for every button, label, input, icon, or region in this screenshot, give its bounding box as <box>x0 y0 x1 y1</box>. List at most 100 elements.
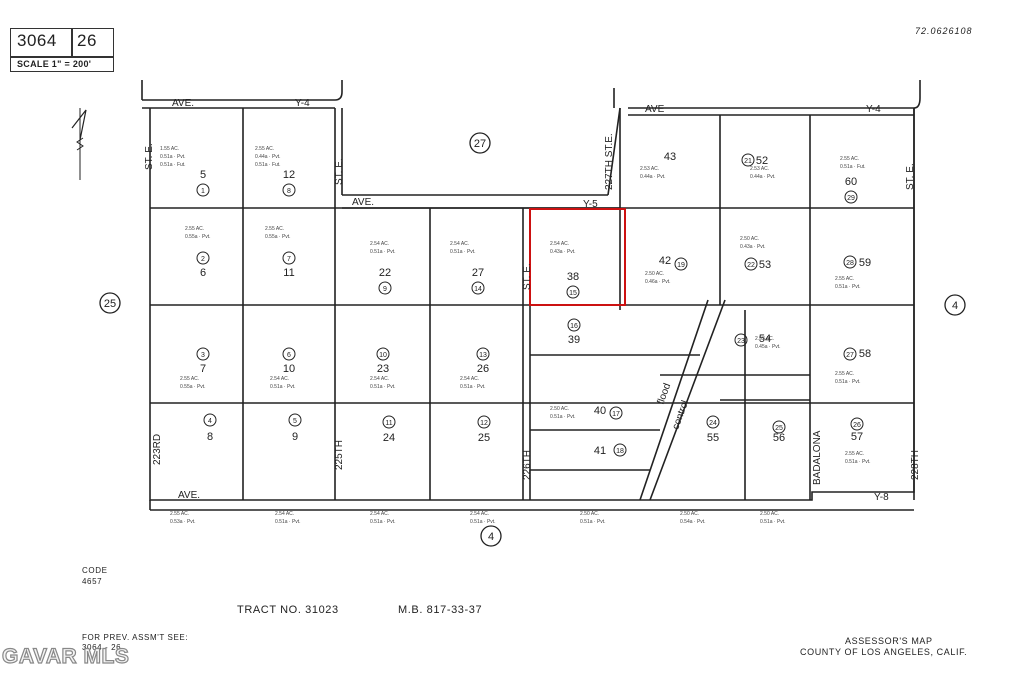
street-label-228th: 228TH <box>910 450 921 480</box>
lot-number: 57 <box>851 431 863 443</box>
county-label: COUNTY OF LOS ANGELES, CALIF. <box>800 647 968 657</box>
svg-text:0.51a · Pvt.: 0.51a · Pvt. <box>580 519 606 525</box>
svg-text:0.51a · Pvt.: 0.51a · Pvt. <box>450 249 476 255</box>
map-ref-4-right <box>944 294 966 316</box>
lot-number: 6 <box>200 267 206 279</box>
svg-text:2.50 AC.: 2.50 AC. <box>740 236 759 242</box>
lot-number: 11 <box>283 267 294 279</box>
parcel-number: 19 <box>677 262 685 269</box>
lot-number: 53 <box>759 259 771 271</box>
svg-text:2.53 AC.: 2.53 AC. <box>640 166 659 172</box>
parcel-number: 25 <box>775 425 783 432</box>
lot-number: 55 <box>707 432 719 444</box>
street-label-ave-bottom: AVE. <box>178 490 200 501</box>
parcel-number: 9 <box>383 286 387 293</box>
lot-number: 8 <box>207 431 213 443</box>
svg-text:2.54 AC.: 2.54 AC. <box>275 511 294 517</box>
parcel-number: 10 <box>379 352 387 359</box>
svg-text:1.55 AC.: 1.55 AC. <box>160 146 179 152</box>
lot-number: 41 <box>594 445 606 457</box>
map-scale: SCALE 1" = 200' <box>17 59 92 69</box>
parcel-number: 27 <box>846 352 854 359</box>
parcel-number: 14 <box>474 286 482 293</box>
svg-text:0.51a · Fut.: 0.51a · Fut. <box>840 164 866 170</box>
street-label-st-e-226: ST. E. <box>522 263 533 290</box>
svg-text:2.50 AC.: 2.50 AC. <box>550 406 569 412</box>
map-ref-label: 25 <box>104 298 116 310</box>
svg-text:2.53 AC.: 2.53 AC. <box>750 166 769 172</box>
header-divider <box>71 29 73 56</box>
map-ref-25 <box>99 292 121 314</box>
svg-text:2.53 AC.: 2.53 AC. <box>755 336 774 342</box>
svg-text:0.51a · Pvt.: 0.51a · Pvt. <box>160 154 186 160</box>
lot-number: 5 <box>200 169 206 181</box>
highlighted-parcel <box>529 208 626 306</box>
svg-text:2.54 AC.: 2.54 AC. <box>370 511 389 517</box>
svg-text:0.54a · Pvt.: 0.54a · Pvt. <box>680 519 706 525</box>
svg-text:0.51a · Pvt.: 0.51a · Pvt. <box>835 379 861 385</box>
svg-text:0.43a · Pvt.: 0.43a · Pvt. <box>740 244 766 250</box>
lot-number: 54 <box>759 333 771 345</box>
parcel-number: 22 <box>747 262 755 269</box>
svg-text:2.54 AC.: 2.54 AC. <box>450 241 469 247</box>
svg-text:0.46a · Pvt.: 0.46a · Pvt. <box>645 279 671 285</box>
svg-text:2.54 AC.: 2.54 AC. <box>470 511 489 517</box>
lot-number: 59 <box>859 257 871 269</box>
lot-number: 24 <box>383 432 395 444</box>
map-ref-label: 4 <box>952 300 958 312</box>
parcel-number: 26 <box>853 422 861 429</box>
parcel-number: 12 <box>480 420 488 427</box>
street-label-227th: 227TH ST.E. <box>604 133 615 190</box>
svg-text:0.44a · Pvt.: 0.44a · Pvt. <box>640 174 666 180</box>
parcel-number: 18 <box>616 448 624 455</box>
parcel-number: 15 <box>569 290 577 297</box>
parcel-number: 4 <box>208 418 212 425</box>
street-label-y8: Y-8 <box>874 492 889 503</box>
street-label-st-e-225: ST. E. <box>334 158 345 185</box>
label-control: control <box>670 399 691 431</box>
svg-text:0.55a · Pvt.: 0.55a · Pvt. <box>265 234 291 240</box>
assessor-map-label: ASSESSOR'S MAP <box>845 636 933 646</box>
svg-text:0.55a · Pvt.: 0.55a · Pvt. <box>180 384 206 390</box>
svg-text:2.50 AC.: 2.50 AC. <box>580 511 599 517</box>
svg-text:2.50 AC.: 2.50 AC. <box>645 271 664 277</box>
lot-number: 23 <box>377 363 389 375</box>
map-refs <box>99 132 966 547</box>
map-number-box: 3064 26 SCALE 1" = 200' <box>10 28 114 72</box>
lot-number: 12 <box>283 169 295 181</box>
parcel-number: 1 <box>201 188 205 195</box>
prev-assessment-label: FOR PREV. ASSM'T SEE: <box>82 633 189 642</box>
svg-text:2.54 AC.: 2.54 AC. <box>460 376 479 382</box>
svg-text:0.51a · Pvt.: 0.51a · Pvt. <box>845 459 871 465</box>
parcel-number: 17 <box>612 411 620 418</box>
svg-text:2.50 AC.: 2.50 AC. <box>760 511 779 517</box>
svg-text:2.55 AC.: 2.55 AC. <box>845 451 864 457</box>
north-arrow-icon <box>71 108 87 180</box>
header-rule <box>11 56 113 58</box>
svg-text:0.51a · Pvt.: 0.51a · Pvt. <box>835 284 861 290</box>
street-label-y4-left: Y-4 <box>295 98 310 109</box>
svg-text:0.45a · Pvt.: 0.45a · Pvt. <box>755 344 781 350</box>
parcel-number: 13 <box>479 352 487 359</box>
lot-number: 42 <box>659 255 671 267</box>
svg-text:0.51a · Pvt.: 0.51a · Pvt. <box>270 384 296 390</box>
svg-text:2.55 AC.: 2.55 AC. <box>170 511 189 517</box>
svg-text:2.55 AC.: 2.55 AC. <box>840 156 859 162</box>
lot-number: 39 <box>568 334 580 346</box>
svg-text:0.55a · Pvt.: 0.55a · Pvt. <box>185 234 211 240</box>
map-date-code: 72.0626108 <box>915 26 973 36</box>
svg-text:2.54 AC.: 2.54 AC. <box>270 376 289 382</box>
map-ref-4-bottom <box>480 525 502 547</box>
street-label-st-e-left: ST. E. <box>144 143 155 170</box>
parcel-number: 24 <box>709 420 717 427</box>
tract-number: TRACT NO. 31023 <box>237 604 339 616</box>
svg-text:0.51a · Pvt.: 0.51a · Pvt. <box>760 519 786 525</box>
parcel-number: 5 <box>293 418 297 425</box>
lot-number: 27 <box>472 267 484 279</box>
parcel-number: 6 <box>287 352 291 359</box>
street-label-ave-mid: AVE. <box>352 197 374 208</box>
svg-text:0.51a · Fut.: 0.51a · Fut. <box>160 162 186 168</box>
street-label-225th: 225TH <box>334 440 345 470</box>
svg-text:2.50 AC.: 2.50 AC. <box>680 511 699 517</box>
code-value: 4657 <box>82 577 103 586</box>
